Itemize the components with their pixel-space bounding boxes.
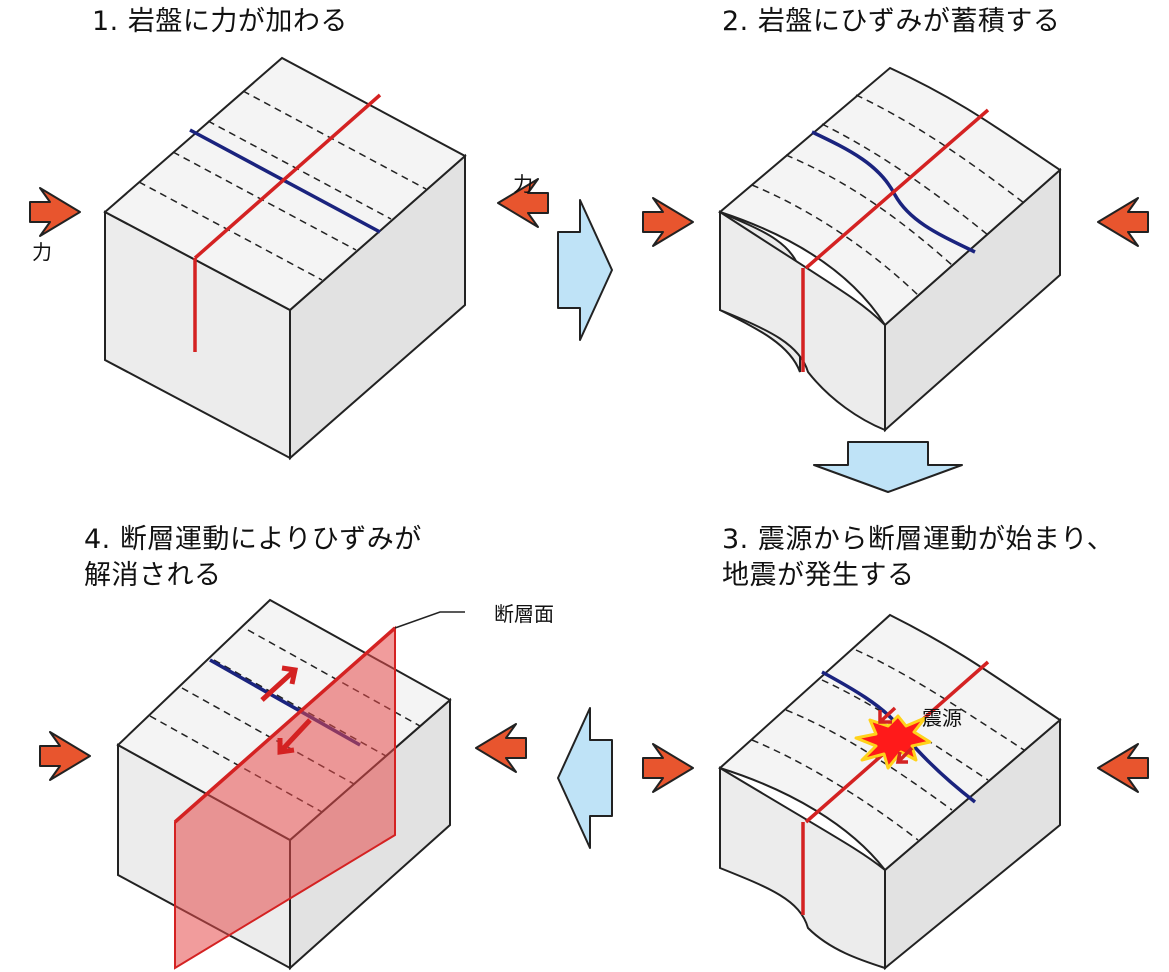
block-4: [116, 598, 465, 971]
step-4-title: 4. 断層運動によりひずみが 解消される: [84, 524, 422, 591]
block-3: [718, 613, 1062, 971]
hypocenter-burst-icon: [854, 714, 932, 770]
block-1: [103, 56, 467, 461]
hypocenter-label: 震源: [922, 706, 962, 730]
force-arrow-left-2: [642, 197, 694, 247]
fault-plane-label: 断層面: [494, 602, 554, 626]
force-arrow-left-4: [39, 731, 91, 781]
step-3-title: 3. 震源から断層運動が始まり、 地震が発生する: [722, 524, 1115, 591]
force-arrow-left-3: [642, 743, 694, 793]
flow-arrow-right: [557, 199, 613, 341]
force-arrow-left-1: [29, 187, 81, 237]
force-label-left: 力: [32, 240, 52, 264]
force-label-right: 力: [513, 172, 533, 196]
flow-arrow-down: [813, 441, 963, 493]
block-2: [717, 66, 1062, 433]
force-arrow-right-3: [1097, 743, 1149, 793]
step-2-title: 2. 岩盤にひずみが蓄積する: [722, 6, 1061, 37]
step-1-title: 1. 岩盤に力が加わる: [92, 6, 348, 37]
flow-arrow-left: [557, 707, 613, 849]
force-arrow-right-4: [475, 723, 527, 773]
force-arrow-right-2: [1097, 197, 1149, 247]
